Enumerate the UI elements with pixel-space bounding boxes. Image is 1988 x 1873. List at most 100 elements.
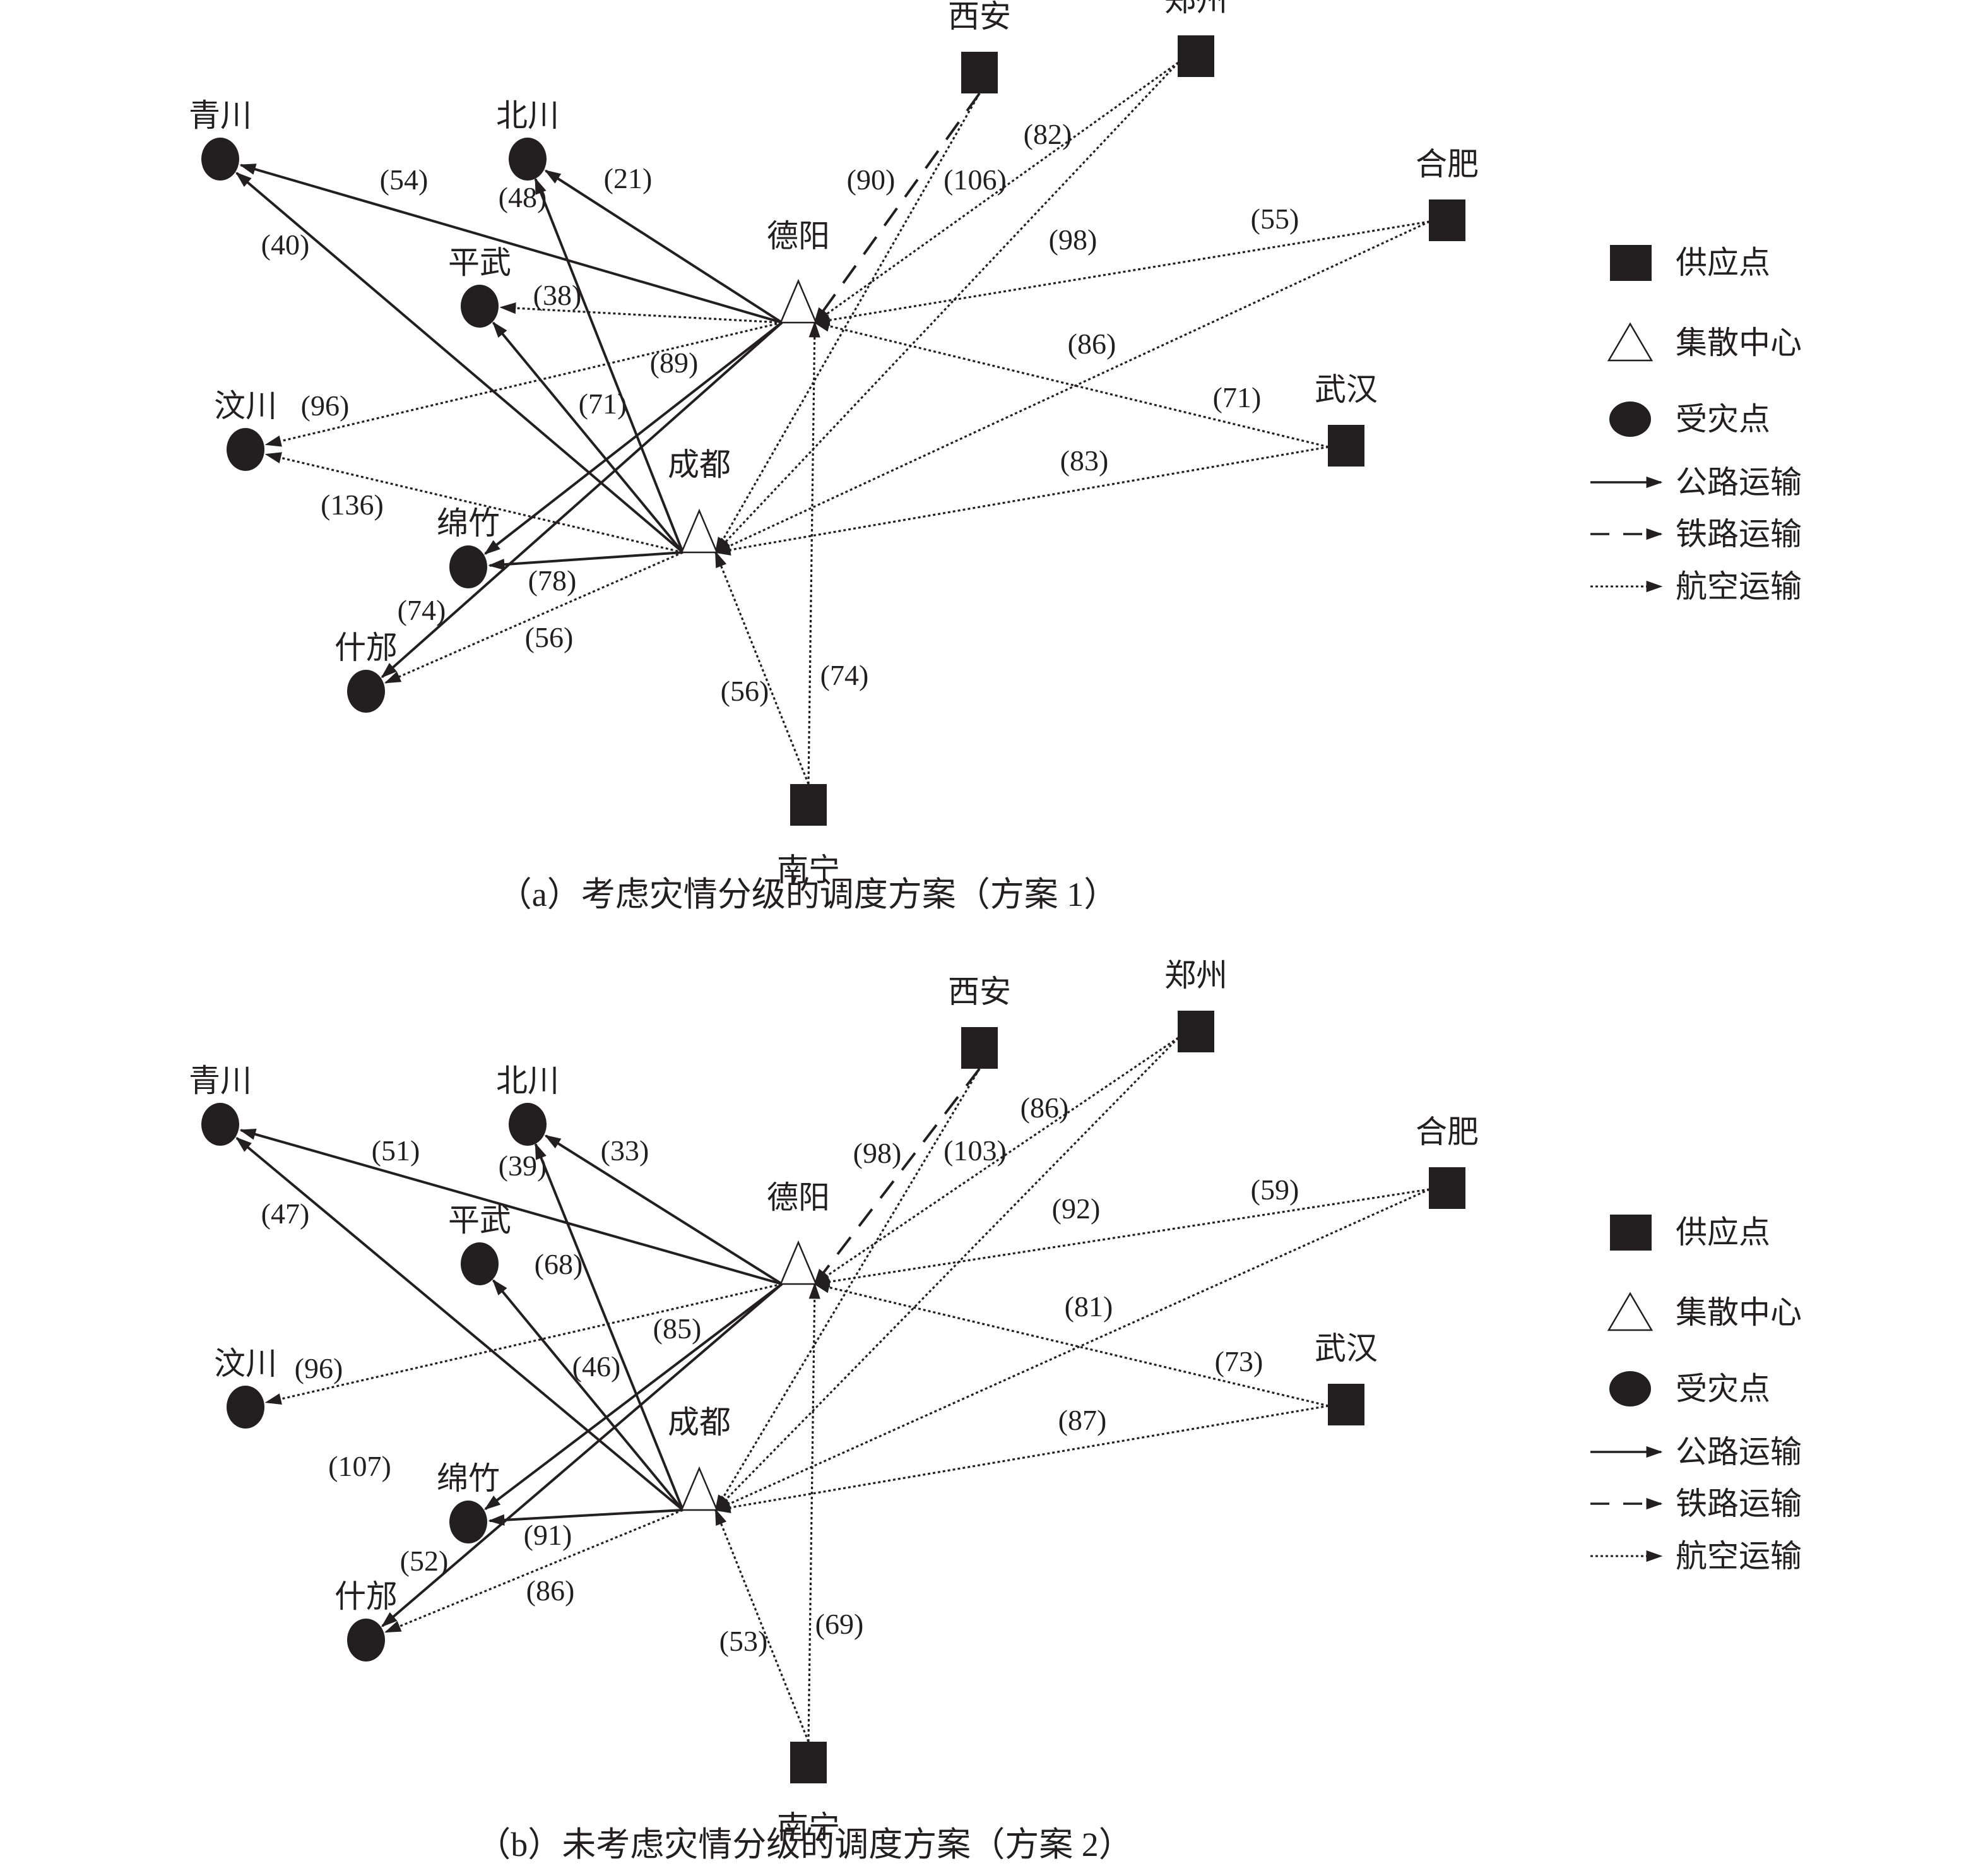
node-shifang: 什邡: [334, 630, 398, 713]
node-beichuan: 北川: [496, 98, 559, 181]
square-icon: [1610, 1215, 1652, 1251]
node-chengdu: 成都: [668, 447, 731, 554]
node-qingchuan: 青川: [189, 1063, 252, 1146]
node-name-label: 西安: [948, 0, 1011, 34]
legend-item-road: 公路运输: [1590, 1434, 1802, 1470]
edge-value-label: (86): [1068, 328, 1116, 360]
disaster-point-circle-icon: [227, 428, 264, 471]
node-xian: 西安: [948, 974, 1011, 1069]
edge-value-label: (86): [1021, 1091, 1069, 1124]
triangle-icon: [1607, 1292, 1654, 1331]
node-name-label: 绵竹: [437, 506, 500, 541]
panel-caption: （a）考虑灾情分级的调度方案（方案 1）: [498, 876, 1118, 913]
legend-label: 受灾点: [1676, 401, 1770, 437]
node-name-label: 成都: [668, 447, 731, 482]
edge-road-deyang-to-shifang: [381, 321, 783, 679]
edge-road-chengdu-to-pingwu: [492, 1279, 684, 1511]
node-beichuan: 北川: [496, 1063, 559, 1146]
disaster-point-circle-icon: [509, 1103, 547, 1146]
edge-value-label: (74): [398, 594, 446, 626]
edge-air-deyang-to-wenchuan: [264, 1283, 783, 1405]
edge-value-label: (73): [1215, 1345, 1263, 1377]
edge-value-label: (87): [1058, 1404, 1107, 1436]
edge-road-chengdu-to-qingchuan: [235, 1137, 684, 1511]
edge-air-deyang-to-pingwu: [499, 302, 783, 324]
edge-labels: (90)(106)(82)(98)(55)(86)(71)(83)(56)(74…: [261, 118, 1299, 707]
edge-labels: (98)(103)(86)(92)(59)(81)(73)(87)(53)(69…: [261, 1091, 1299, 1657]
disaster-point-circle-icon: [461, 285, 499, 328]
edge-road-chengdu-to-qingchuan: [235, 172, 684, 554]
supply-point-square-icon: [961, 52, 998, 93]
edge-value-label: (39): [499, 1150, 547, 1182]
node-pingwu: 平武: [448, 245, 511, 328]
edge-value-label: (33): [601, 1134, 649, 1167]
supply-point-square-icon: [790, 1742, 827, 1783]
panel-b: (98)(103)(86)(92)(59)(81)(73)(87)(53)(69…: [189, 958, 1479, 1864]
edge-road-chengdu-to-mianzhu: [488, 1509, 683, 1526]
disaster-point-circle-icon: [347, 1619, 385, 1662]
node-name-label: 德阳: [767, 218, 830, 254]
edge-value-label: (82): [1024, 118, 1072, 150]
disaster-point-circle-icon: [449, 1501, 487, 1543]
edge-road-chengdu-to-pingwu: [492, 321, 684, 554]
supply-point-square-icon: [1328, 1384, 1364, 1425]
node-nanning: 南宁: [777, 1742, 840, 1845]
disaster-point-circle-icon: [201, 138, 239, 181]
edge-value-label: (59): [1251, 1174, 1299, 1206]
edge-road-chengdu-to-mianzhu: [488, 551, 683, 571]
edge-road-deyang-to-beichuan: [544, 1134, 783, 1285]
node-name-label: 青川: [189, 1063, 252, 1098]
edges: [235, 61, 1430, 785]
node-name-label: 平武: [448, 1203, 511, 1238]
edge-value-label: (21): [604, 162, 653, 194]
edge-air-deyang-to-wenchuan: [264, 321, 783, 447]
legend-item-demand: 受灾点: [1609, 1371, 1770, 1406]
edge-air-nanning-to-deyang: [807, 1282, 820, 1742]
edge-value-label: (38): [533, 279, 582, 311]
free-value-label: (107): [328, 1450, 391, 1482]
edge-air-hefei-to-deyang: [813, 1188, 1430, 1288]
edge-road-deyang-to-mianzhu: [483, 321, 783, 555]
edge-value-label: (85): [653, 1312, 702, 1345]
node-shifang: 什邡: [334, 1579, 398, 1662]
edge-value-label: (48): [499, 181, 547, 213]
legend-item-supply: 供应点: [1610, 245, 1770, 281]
node-name-label: 青川: [189, 98, 252, 133]
node-name-label: 合肥: [1416, 1114, 1479, 1150]
node-name-label: 平武: [448, 245, 511, 280]
legend-label: 公路运输: [1676, 465, 1802, 500]
edge-road-deyang-to-mianzhu: [484, 1283, 783, 1511]
free-value-label: (46): [572, 1350, 621, 1382]
supply-point-square-icon: [1178, 1011, 1214, 1052]
edge-road-chengdu-to-beichuan: [534, 1143, 684, 1511]
legend-label: 集散中心: [1676, 325, 1802, 360]
edge-rail-xian-to-deyang: [814, 92, 981, 324]
edge-air-nanning-to-chengdu: [714, 550, 810, 785]
edge-air-wuhan-to-deyang: [813, 1281, 1329, 1407]
supply-point-square-icon: [961, 1027, 998, 1069]
node-wuhan: 武汉: [1315, 372, 1378, 467]
edge-road-deyang-to-qingchuan: [239, 164, 783, 324]
edge-rail-xian-to-deyang: [814, 1067, 981, 1286]
edge-value-label: (71): [579, 388, 627, 420]
legend-item-rail: 铁路运输: [1590, 1486, 1802, 1521]
disaster-point-circle-icon: [461, 1242, 499, 1285]
edge-value-label: (91): [524, 1519, 572, 1551]
node-deyang: 德阳: [767, 1180, 830, 1285]
edge-air-zhengzhou-to-chengdu: [714, 1037, 1180, 1511]
supply-point-square-icon: [1429, 199, 1465, 241]
edge-value-label: (81): [1065, 1290, 1113, 1323]
disaster-point-circle-icon: [227, 1386, 264, 1429]
edge-road-chengdu-to-beichuan: [534, 177, 684, 553]
node-hefei: 合肥: [1416, 146, 1479, 241]
edge-air-wuhan-to-deyang: [813, 320, 1329, 448]
legend-label: 铁路运输: [1676, 516, 1802, 552]
circle-icon: [1609, 401, 1651, 437]
node-chengdu: 成都: [668, 1405, 731, 1511]
supply-point-square-icon: [1429, 1167, 1465, 1209]
edge-value-label: (52): [400, 1545, 449, 1577]
node-name-label: 南宁: [777, 1810, 840, 1845]
